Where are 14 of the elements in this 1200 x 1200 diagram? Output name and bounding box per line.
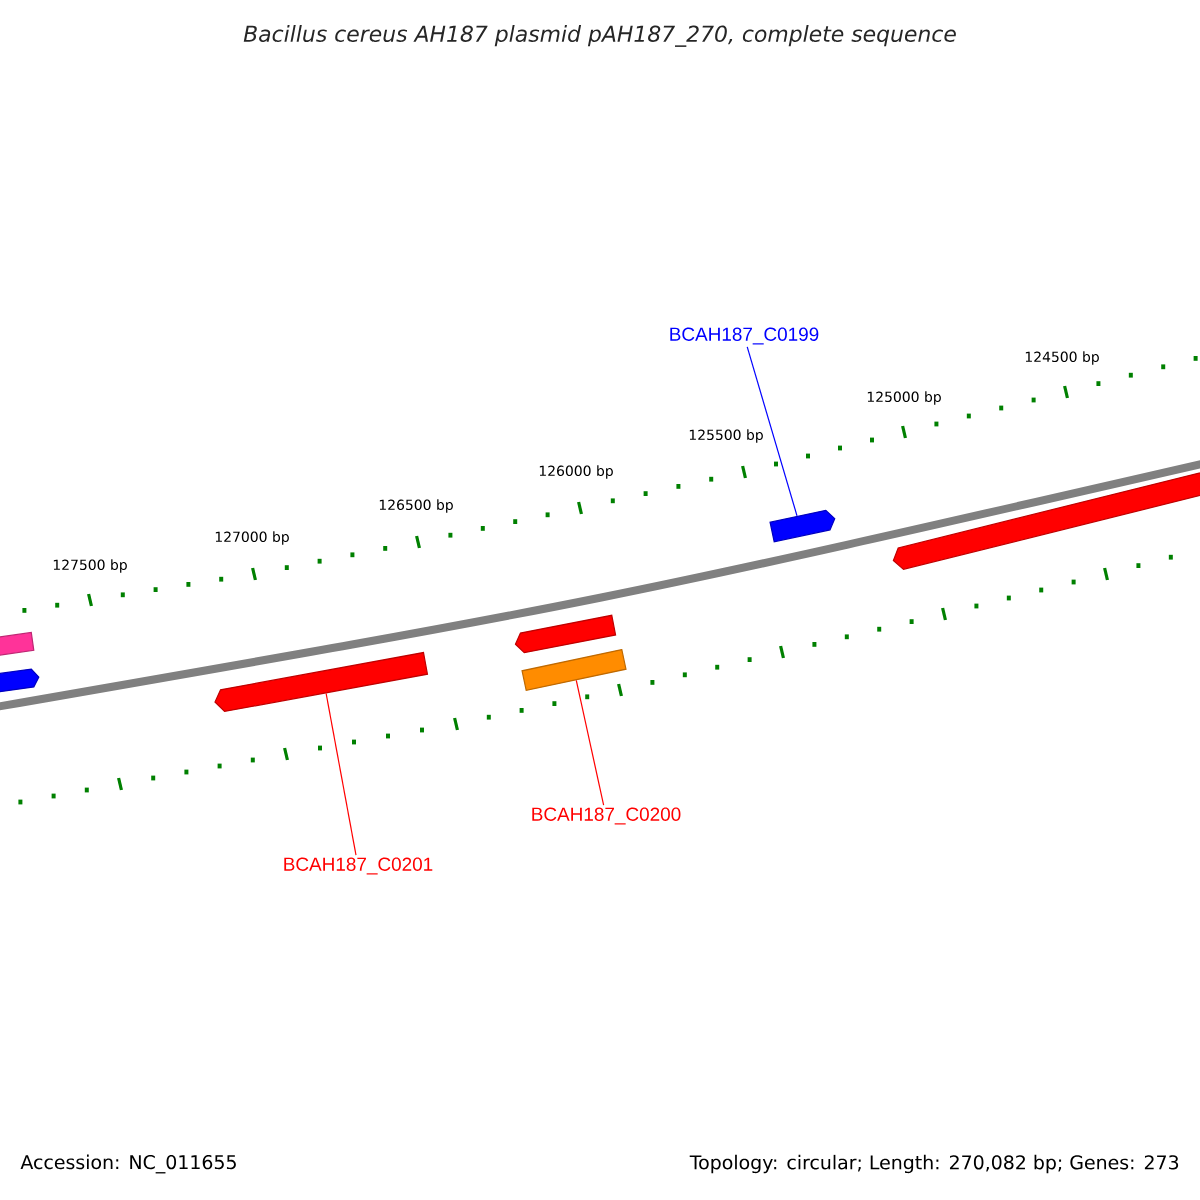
footer-text: Accession: NC_011655 [20, 1154, 236, 1174]
leader-line [325, 692, 357, 856]
gene-arrow [0, 631, 35, 661]
leader-line [746, 346, 798, 517]
gene-label: BCAH187_C0201 [284, 857, 433, 875]
leader-line [575, 679, 605, 806]
gene-label: BCAH187_C0200 [532, 807, 681, 825]
gene-label: BCAH187_C0199 [670, 327, 819, 345]
gene-arrow [769, 509, 836, 543]
title: Bacillus cereus AH187 plasmid pAH187_270, complete sequence [243, 25, 956, 47]
footer-text: Topology: circular; Length: 270,082 bp; Genes: 273 [689, 1154, 1179, 1174]
gene-arrow [214, 651, 429, 713]
gene-arrow [514, 614, 617, 654]
gene-arrow [0, 668, 40, 696]
